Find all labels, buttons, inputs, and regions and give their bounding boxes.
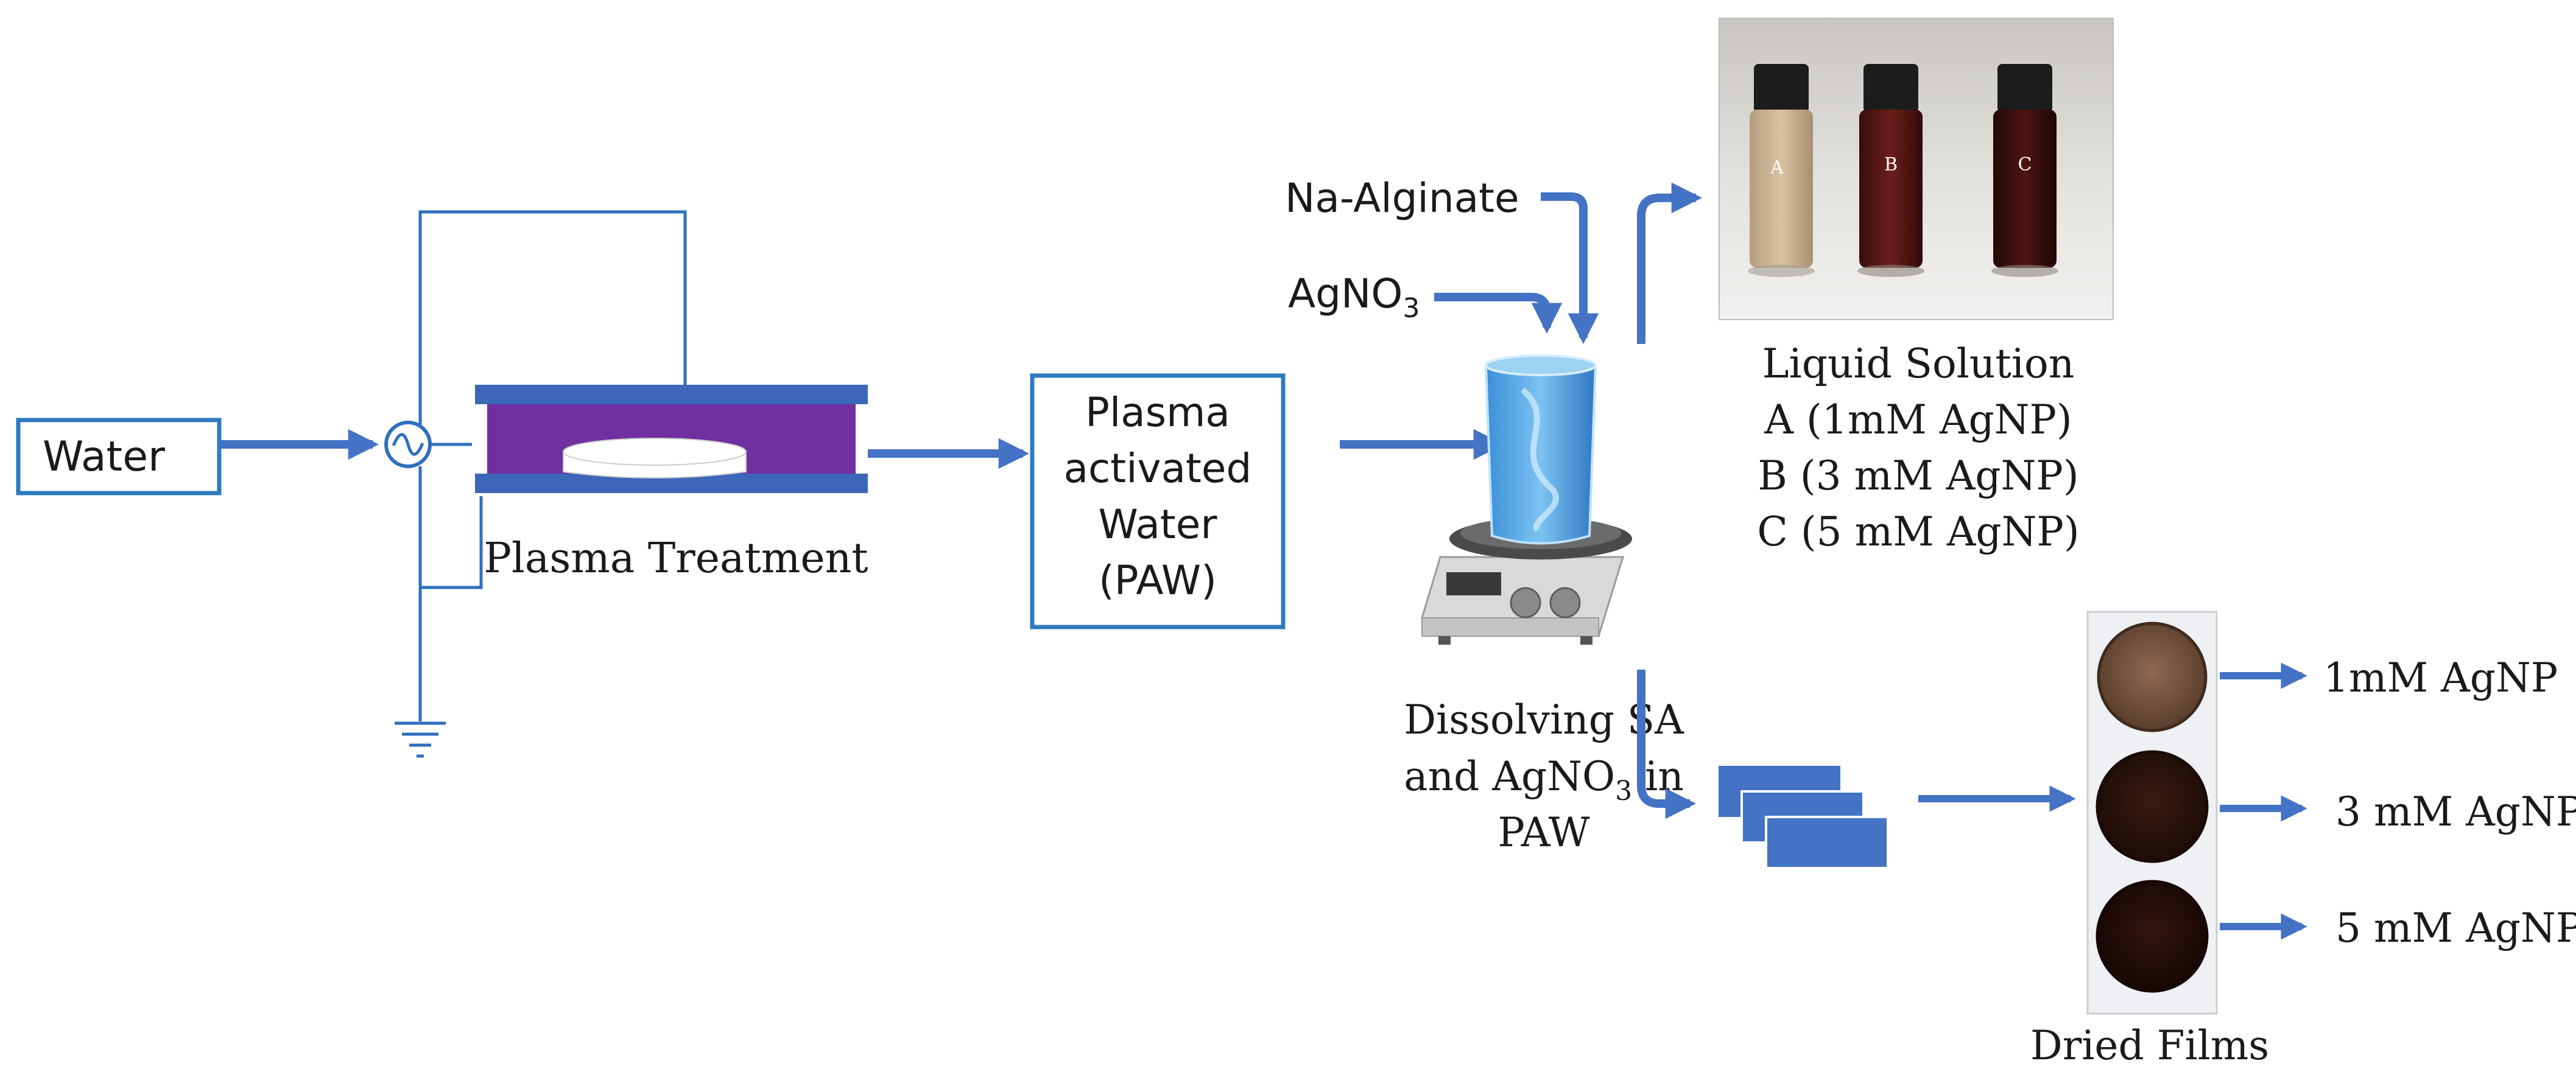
cast-film-sheets (1719, 766, 1889, 869)
film-3-label: 5 mM AgNP (2335, 905, 2576, 952)
ac-wave-icon (392, 433, 424, 456)
liquid-solution-item-b: B (3 mM AgNP) (1758, 452, 2078, 499)
dissolving-line-3: PAW (1497, 809, 1589, 856)
paw-line-3: Water (1098, 501, 1217, 548)
film-2-label: 3 mM AgNP (2335, 788, 2576, 835)
agno3-label: AgNO3 (1288, 270, 1420, 324)
liquid-solution-title: Liquid Solution (1762, 340, 2074, 387)
stirrer-to-casting-arrow (1637, 670, 1697, 819)
vials-photo (1719, 18, 2114, 320)
agno3-arrow (1434, 293, 1563, 334)
liquid-solution-item-a: A (1mM AgNP) (1764, 396, 2072, 443)
water-label: Water (43, 433, 165, 481)
film-1-label: 1mM AgNP (2323, 654, 2558, 701)
liquid-solution-item-c: C (5 mM AgNP) (1757, 508, 2079, 555)
paw-line-2: activated (1064, 445, 1252, 492)
water-box (16, 418, 222, 496)
ground-icon (395, 721, 446, 758)
magnetic-stirrer-icon (1421, 354, 1632, 645)
paw-box (1030, 373, 1286, 629)
ground-wire (420, 496, 483, 589)
na-alginate-arrow (1541, 192, 1599, 345)
dried-films-photo (2086, 611, 2218, 1015)
vial-label-c: C (2018, 154, 2032, 175)
high-voltage-wire (418, 210, 687, 426)
na-alginate-label: Na-Alginate (1285, 175, 1519, 222)
plasma-reactor (475, 385, 868, 493)
paw-line-1: Plasma (1085, 389, 1230, 436)
dried-films-title: Dried Films (2030, 1022, 2269, 1069)
paw-line-4: (PAW) (1099, 557, 1217, 604)
vial-label-a: A (1770, 157, 1784, 178)
plasma-treatment-label: Plasma Treatment (484, 534, 868, 583)
vial-label-b: B (1884, 154, 1898, 175)
stirrer-to-solution-arrow (1637, 182, 1703, 344)
